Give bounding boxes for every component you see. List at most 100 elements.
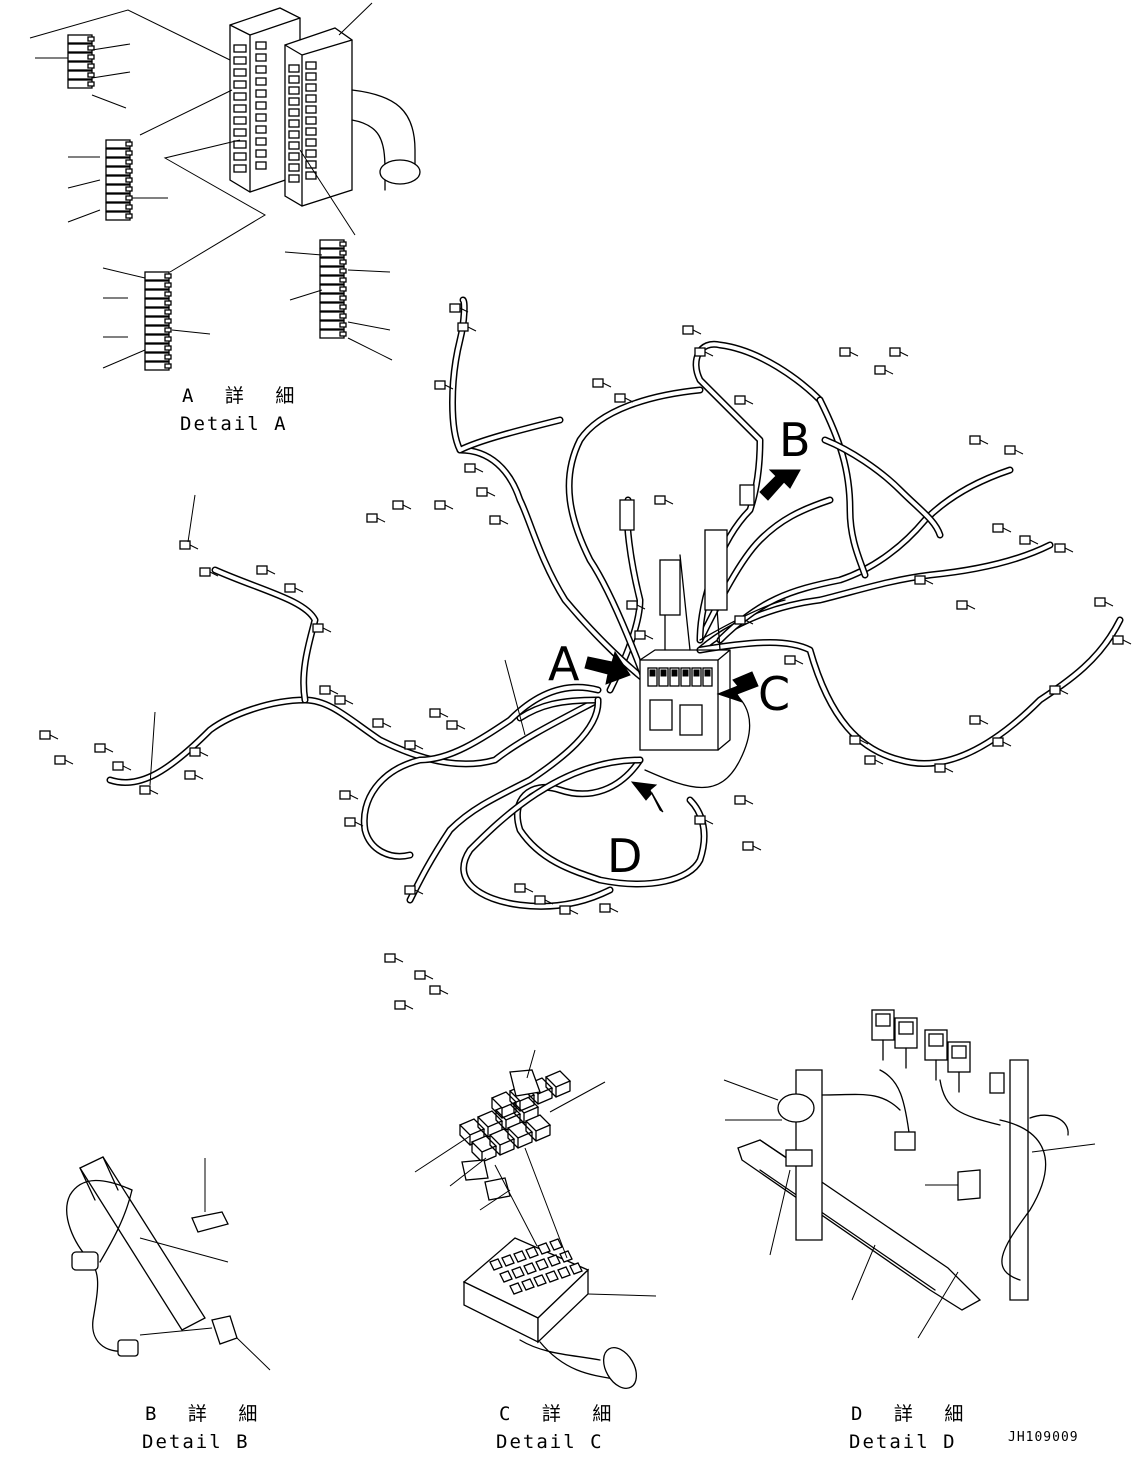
fuse-slot bbox=[233, 116, 247, 125]
connector bbox=[1019, 535, 1031, 545]
connector-stack bbox=[105, 139, 133, 221]
fuse-slot bbox=[255, 53, 267, 62]
connector bbox=[312, 623, 324, 633]
fuse-slot bbox=[305, 149, 317, 158]
connector bbox=[599, 903, 611, 913]
fuse-slot bbox=[288, 174, 300, 183]
module-slot bbox=[489, 1258, 503, 1271]
fuse-slot bbox=[658, 667, 669, 687]
fuse-slot bbox=[305, 72, 317, 81]
connector bbox=[184, 770, 196, 780]
fuse-slot bbox=[233, 104, 247, 113]
fuse-slot bbox=[255, 125, 267, 134]
fuse-slot bbox=[305, 138, 317, 147]
detail-b-drawing: B 詳 細 Detail B bbox=[66, 1156, 271, 1453]
harness-trunk bbox=[816, 396, 869, 579]
callout-label-b: B bbox=[779, 413, 811, 467]
callout-arrow-a bbox=[584, 650, 631, 685]
callout-arrow-b bbox=[759, 469, 801, 501]
fuse-slot bbox=[233, 164, 247, 173]
fuse-slot bbox=[305, 83, 317, 92]
detail-b-caption-en: Detail B bbox=[142, 1431, 250, 1453]
fuse-slot bbox=[680, 667, 691, 687]
fuse-slot bbox=[669, 667, 680, 687]
connector bbox=[969, 435, 981, 445]
connector bbox=[404, 885, 416, 895]
connector bbox=[514, 883, 526, 893]
detail-a-caption-jp: A 詳 細 bbox=[182, 385, 304, 407]
fuse-slot bbox=[233, 140, 247, 149]
connector bbox=[404, 740, 416, 750]
detail-c-caption-jp: C 詳 細 bbox=[499, 1403, 621, 1425]
fuse bbox=[544, 1070, 572, 1088]
connector bbox=[682, 325, 694, 335]
fuse-box bbox=[229, 7, 421, 207]
fuse-slot bbox=[255, 89, 267, 98]
detail-b-caption-jp: B 詳 細 bbox=[145, 1403, 267, 1425]
drawing-number: JH109009 bbox=[1008, 1430, 1079, 1445]
connector bbox=[384, 953, 396, 963]
module-slot bbox=[513, 1250, 527, 1263]
fuse-slot bbox=[255, 137, 267, 146]
connector bbox=[256, 565, 268, 575]
connector bbox=[1094, 597, 1106, 607]
connector bbox=[39, 730, 51, 740]
connector bbox=[1112, 635, 1124, 645]
connector bbox=[464, 463, 476, 473]
connector bbox=[956, 600, 968, 610]
connector bbox=[734, 795, 746, 805]
connector bbox=[394, 1000, 406, 1010]
detail-d-caption-jp: D 詳 細 bbox=[851, 1403, 973, 1425]
module-slot bbox=[549, 1238, 563, 1251]
connector bbox=[992, 737, 1004, 747]
connector bbox=[614, 393, 626, 403]
fuse-slot bbox=[647, 667, 658, 687]
fuse-slot bbox=[233, 92, 247, 101]
module-slot bbox=[535, 1258, 549, 1271]
fuse bbox=[458, 1118, 486, 1136]
fuse bbox=[476, 1110, 504, 1128]
fuse-slot bbox=[305, 105, 317, 114]
connector bbox=[457, 322, 469, 332]
connector bbox=[874, 365, 886, 375]
connector-stack bbox=[67, 34, 95, 89]
connector bbox=[784, 655, 796, 665]
connector bbox=[626, 600, 638, 610]
detail-c-caption-en: Detail C bbox=[496, 1431, 604, 1453]
connector bbox=[284, 583, 296, 593]
connector bbox=[344, 817, 356, 827]
connector bbox=[489, 515, 501, 525]
fuse-slot bbox=[288, 152, 300, 161]
fuse-slot bbox=[305, 127, 317, 136]
fuse-slot bbox=[233, 44, 247, 53]
callout-arrow-c bbox=[716, 671, 759, 703]
connector-stack bbox=[319, 239, 347, 339]
fuse-slot bbox=[305, 116, 317, 125]
detail-d-caption-en: Detail D bbox=[849, 1431, 957, 1453]
fuse-slot bbox=[702, 667, 713, 687]
callout-label-c: C bbox=[758, 667, 790, 721]
callout-arrow-d bbox=[630, 781, 664, 813]
connector bbox=[139, 785, 151, 795]
connector bbox=[694, 347, 706, 357]
central-junction-block bbox=[619, 484, 786, 789]
connector bbox=[199, 567, 211, 577]
connector bbox=[334, 695, 346, 705]
connector bbox=[94, 743, 106, 753]
connector bbox=[969, 715, 981, 725]
connector bbox=[429, 708, 441, 718]
connector bbox=[449, 303, 461, 313]
detail-d-drawing: D 詳 細 Detail D bbox=[723, 1009, 1096, 1453]
connector bbox=[534, 895, 546, 905]
fuse bbox=[488, 1128, 516, 1146]
connector bbox=[1049, 685, 1061, 695]
fuse-slot bbox=[288, 119, 300, 128]
module-slot bbox=[557, 1266, 571, 1279]
fuse bbox=[506, 1121, 534, 1139]
connector bbox=[592, 378, 604, 388]
fuse-slot bbox=[233, 80, 247, 89]
fuse-slot bbox=[233, 152, 247, 161]
fuse-slot bbox=[305, 61, 317, 70]
connector bbox=[839, 347, 851, 357]
